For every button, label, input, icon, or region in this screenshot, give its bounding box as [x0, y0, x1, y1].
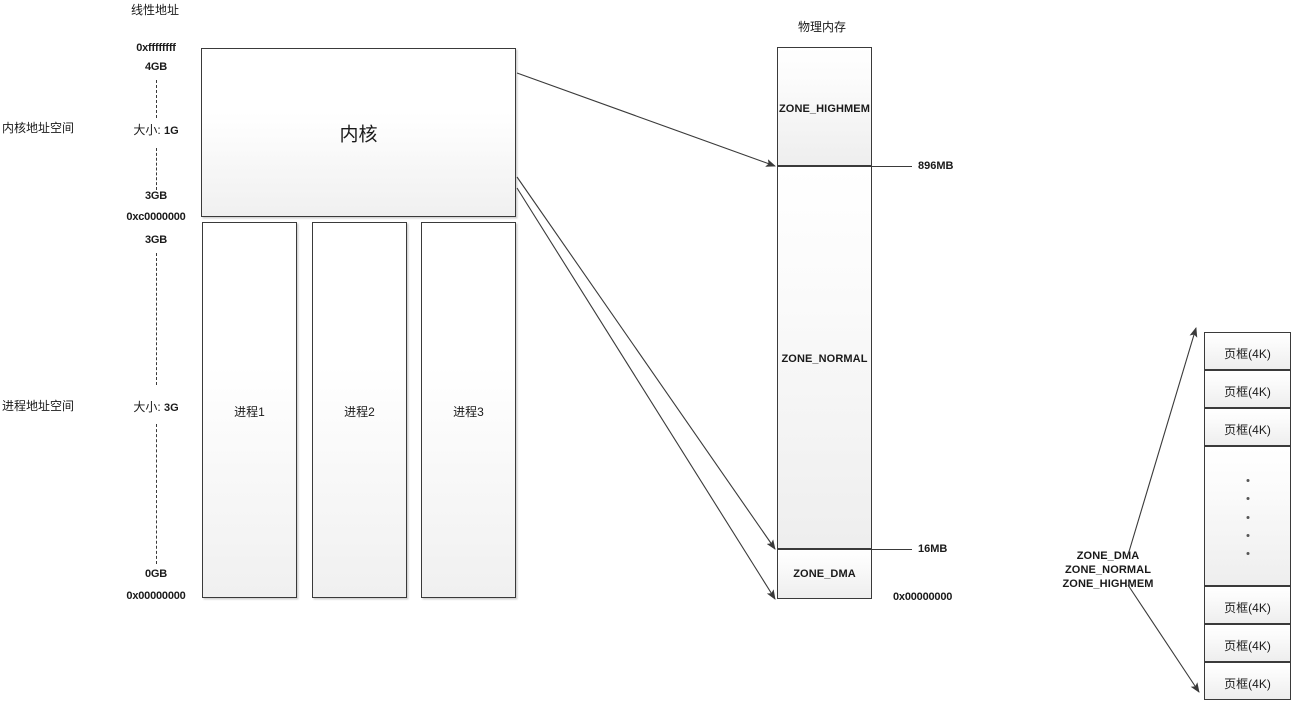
- kernel-scale-bottom-size: 3GB: [144, 190, 168, 202]
- ellipsis-dot: [1246, 479, 1249, 482]
- zone-highmem-label: ZONE_HIGHMEM: [778, 103, 871, 115]
- ellipsis-dot: [1246, 497, 1249, 501]
- kernel-address-space-label: 内核地址空间: [2, 121, 75, 135]
- page-frame-bottom-2-label: 页框(4K): [1224, 639, 1271, 653]
- process-scale-bottom-hex: 0x00000000: [126, 590, 186, 602]
- zone-normal-label: ZONE_NORMAL: [781, 353, 868, 365]
- process-scale-dash-lower: [156, 424, 157, 564]
- page-frame-top-1-label: 页框(4K): [1224, 347, 1271, 361]
- process-box-2-label: 进程2: [344, 405, 375, 419]
- arrow-kernel-to-highmem: [516, 72, 776, 167]
- process-box-1-label: 进程1: [234, 405, 265, 419]
- process-size-prefix: 大小:: [133, 400, 161, 414]
- arrow-kernel-to-dma: [516, 187, 776, 600]
- zone-group-line-normal: ZONE_NORMAL: [1064, 564, 1152, 576]
- marker-label-16mb: 16MB: [918, 543, 948, 555]
- page-frame-top-2[interactable]: 页框(4K): [1204, 370, 1291, 408]
- kernel-scale-top-size: 4GB: [144, 61, 168, 73]
- page-frame-bottom-3[interactable]: 页框(4K): [1204, 662, 1291, 700]
- page-frame-bottom-3-label: 页框(4K): [1224, 677, 1271, 691]
- page-frame-top-3-label: 页框(4K): [1224, 423, 1271, 437]
- kernel-box-label: 内核: [339, 124, 378, 145]
- arrow-kernel-to-normal: [516, 176, 776, 550]
- zone-dma-label: ZONE_DMA: [793, 568, 856, 580]
- process-scale-bottom-size: 0GB: [144, 568, 168, 580]
- process-box-1[interactable]: 进程1: [202, 222, 297, 598]
- marker-label-896mb: 896MB: [918, 160, 954, 172]
- process-address-space-label: 进程地址空间: [2, 399, 75, 413]
- page-frame-bottom-2[interactable]: 页框(4K): [1204, 624, 1291, 662]
- process-box-2[interactable]: 进程2: [312, 222, 407, 598]
- kernel-size-label: 大小: 1G: [133, 124, 178, 137]
- process-box-3-label: 进程3: [453, 405, 484, 419]
- marker-line-16mb: [872, 549, 912, 550]
- process-size-label: 大小: 3G: [133, 401, 178, 414]
- zone-dma-box[interactable]: ZONE_DMA: [777, 549, 872, 599]
- ellipsis-dot: [1246, 533, 1249, 537]
- page-frame-bottom-1[interactable]: 页框(4K): [1204, 586, 1291, 624]
- kernel-scale-dash-upper: [156, 80, 157, 118]
- ellipsis-dot: [1246, 515, 1249, 519]
- process-box-3[interactable]: 进程3: [421, 222, 516, 598]
- page-frame-top-1[interactable]: 页框(4K): [1204, 332, 1291, 370]
- ellipsis-dot: [1246, 552, 1249, 555]
- marker-line-896mb: [872, 166, 912, 167]
- process-scale-top-size: 3GB: [144, 234, 168, 246]
- page-frame-top-2-label: 页框(4K): [1224, 385, 1271, 399]
- zone-highmem-box[interactable]: ZONE_HIGHMEM: [777, 47, 872, 166]
- arrow-zones-to-top-frames: [1127, 327, 1198, 556]
- page-frame-top-3[interactable]: 页框(4K): [1204, 408, 1291, 446]
- page-frame-bottom-1-label: 页框(4K): [1224, 601, 1271, 615]
- page-frame-ellipsis-region: [1204, 446, 1291, 586]
- physical-memory-base-hex: 0x00000000: [893, 591, 953, 603]
- arrow-zones-to-bottom-frames: [1127, 584, 1200, 693]
- kernel-scale-top-hex: 0xffffffff: [136, 42, 176, 54]
- vertical-ellipsis-icon: [1246, 479, 1249, 555]
- zone-group-label: ZONE_DMA ZONE_NORMAL ZONE_HIGHMEM: [1062, 551, 1153, 590]
- kernel-box[interactable]: 内核: [201, 48, 516, 217]
- linear-address-heading: 线性地址: [130, 3, 180, 17]
- kernel-size-prefix: 大小:: [133, 123, 161, 137]
- zone-group-line-highmem: ZONE_HIGHMEM: [1062, 578, 1154, 590]
- zone-group-line-dma: ZONE_DMA: [1076, 550, 1140, 562]
- kernel-scale-dash-lower: [156, 148, 157, 190]
- kernel-size-value: 1G: [164, 125, 179, 137]
- physical-memory-heading: 物理内存: [797, 20, 847, 34]
- process-scale-dash-upper: [156, 253, 157, 385]
- zone-normal-box[interactable]: ZONE_NORMAL: [777, 166, 872, 549]
- kernel-scale-bottom-hex: 0xc0000000: [126, 211, 186, 223]
- process-size-value: 3G: [164, 402, 179, 414]
